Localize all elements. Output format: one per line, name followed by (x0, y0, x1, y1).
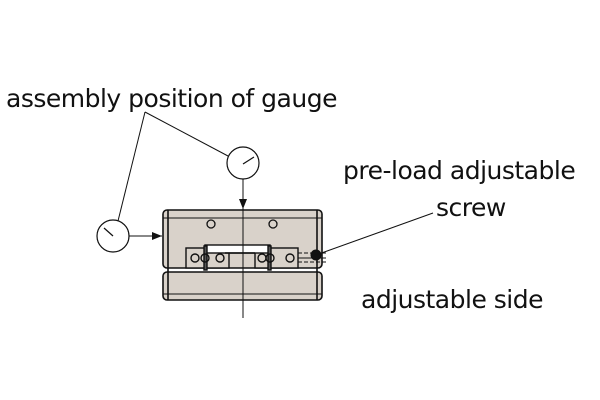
mounting-holes (206, 219, 278, 229)
side-gauge-icon (96, 219, 130, 253)
gauge-leader-lines (117, 111, 229, 222)
preload-label-line1: pre-load adjustable (343, 156, 576, 185)
rail (185, 244, 299, 271)
preload-screw (298, 212, 434, 263)
adjustable-side-label: adjustable side (361, 285, 544, 314)
gauge-position-label: assembly position of gauge (6, 84, 337, 113)
preload-label-line2: screw (436, 193, 506, 222)
top-gauge-icon (226, 146, 260, 180)
